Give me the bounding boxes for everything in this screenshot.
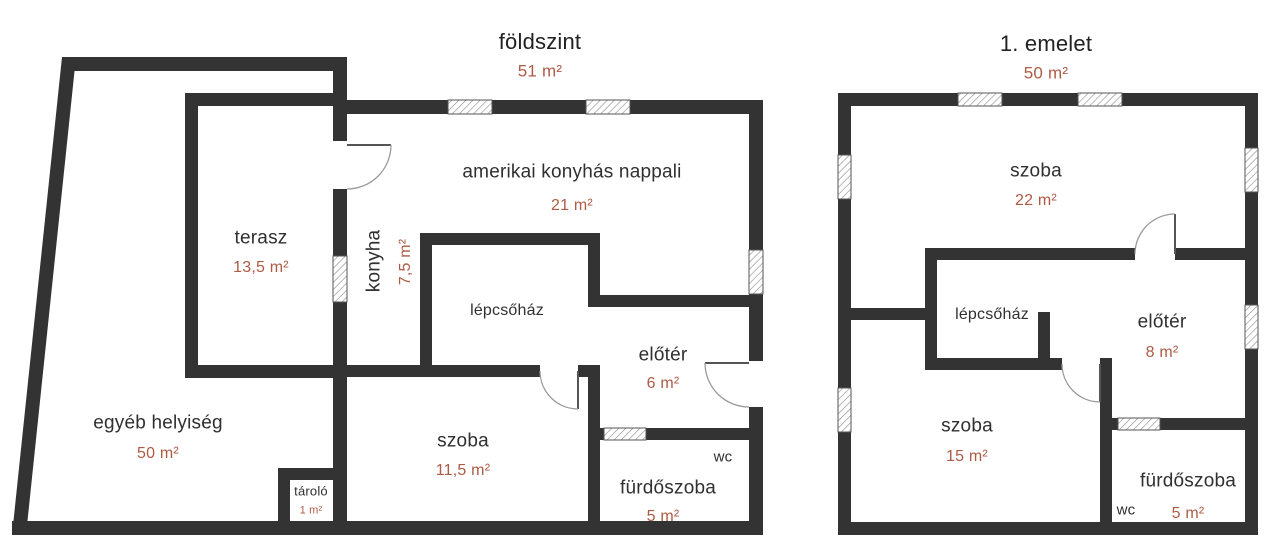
gf-room-name-nappali: amerikai konyhás nappali <box>462 161 682 183</box>
gf-room-name-konyha: konyha <box>363 229 385 293</box>
ff-room-area-furdoszoba: 5 m² <box>1171 505 1205 522</box>
gf-room-name-terasz: terasz <box>234 227 288 249</box>
gf-room-area-konyha: 7,5 m² <box>397 238 414 286</box>
wall <box>588 295 763 307</box>
ff-plan-total-area: 50 m² <box>1023 63 1069 83</box>
wall <box>347 365 540 377</box>
wall <box>851 308 937 320</box>
gf-room-area-furdoszoba: 5 m² <box>646 508 680 525</box>
window-icon <box>748 249 764 295</box>
window-icon <box>585 99 631 115</box>
ff-room-area-szoba22: 22 m² <box>1015 192 1057 209</box>
gf-room-name-szoba: szoba <box>437 430 489 452</box>
wall <box>420 233 592 245</box>
wall <box>1160 418 1258 430</box>
gf-room-name-wc: wc <box>713 448 733 466</box>
ff-room-area-eloter: 8 m² <box>1145 344 1179 361</box>
window-icon <box>1244 304 1259 350</box>
gf-room-area-egyeb: 50 m² <box>137 445 179 462</box>
ff-room-name-szoba15: szoba <box>941 415 993 437</box>
door-icon <box>333 141 392 190</box>
gf-room-name-egyeb: egyéb helyiség <box>93 412 223 434</box>
wall <box>925 248 1135 260</box>
wall <box>749 100 763 535</box>
wall <box>185 93 347 106</box>
wall <box>420 233 432 377</box>
door-icon <box>1134 213 1176 260</box>
gf-room-name-lepcsohaz: lépcsőház <box>470 302 544 319</box>
ff-room-area-szoba15: 15 m² <box>946 448 988 465</box>
wall <box>838 93 1258 106</box>
wall <box>588 233 600 307</box>
door-icon <box>539 365 579 410</box>
window-icon <box>1244 147 1259 193</box>
window-icon <box>1077 92 1123 107</box>
wall <box>1175 248 1258 260</box>
gf-room-area-terasz: 13,5 m² <box>233 259 289 276</box>
wall <box>333 100 763 114</box>
window-icon <box>957 92 1003 107</box>
window-icon <box>1117 417 1161 431</box>
door-icon <box>704 361 763 408</box>
gf-room-area-tarolo: 1 m² <box>299 504 323 517</box>
gf-room-area-eloter: 6 m² <box>646 375 680 392</box>
window-icon <box>447 99 493 115</box>
ff-room-name-furdoszoba: fürdőszoba <box>1139 470 1237 492</box>
ff-room-name-wc: wc <box>1116 501 1136 519</box>
wall <box>12 521 763 535</box>
gf-plan-total-area: 51 m² <box>517 61 563 81</box>
wall <box>1100 418 1118 430</box>
wall <box>838 522 1258 535</box>
wall <box>185 365 347 378</box>
door-icon <box>1061 358 1101 403</box>
wall <box>925 358 1065 370</box>
ff-plan-title: 1. emelet <box>999 31 1093 56</box>
window-icon <box>332 255 348 303</box>
wall <box>588 377 600 521</box>
ground-floor-walls <box>12 57 763 535</box>
wall-slanted <box>12 57 76 535</box>
gf-room-name-tarolo: tároló <box>294 483 328 499</box>
wall <box>278 468 290 521</box>
ff-room-name-lepcsohaz: lépcsőház <box>955 306 1029 323</box>
gf-plan-title: földszint <box>498 29 582 54</box>
wall <box>646 428 763 440</box>
window-icon <box>837 154 852 200</box>
gf-room-area-nappali: 21 m² <box>551 197 593 214</box>
wall <box>1100 358 1112 522</box>
wall <box>62 57 347 71</box>
ff-room-name-eloter: előtér <box>1137 311 1187 333</box>
wall <box>1038 312 1050 370</box>
gf-room-name-eloter: előtér <box>638 344 688 366</box>
window-icon <box>837 387 852 433</box>
first-floor-walls <box>838 93 1258 535</box>
wall <box>278 468 347 480</box>
wall <box>185 93 198 378</box>
wall <box>578 365 600 377</box>
gf-room-name-furdoszoba: fürdőszoba <box>619 477 717 499</box>
wall <box>588 428 604 440</box>
gf-room-area-szoba: 11,5 m² <box>435 462 491 479</box>
ff-room-name-szoba22: szoba <box>1010 160 1062 182</box>
window-icon <box>603 427 647 441</box>
